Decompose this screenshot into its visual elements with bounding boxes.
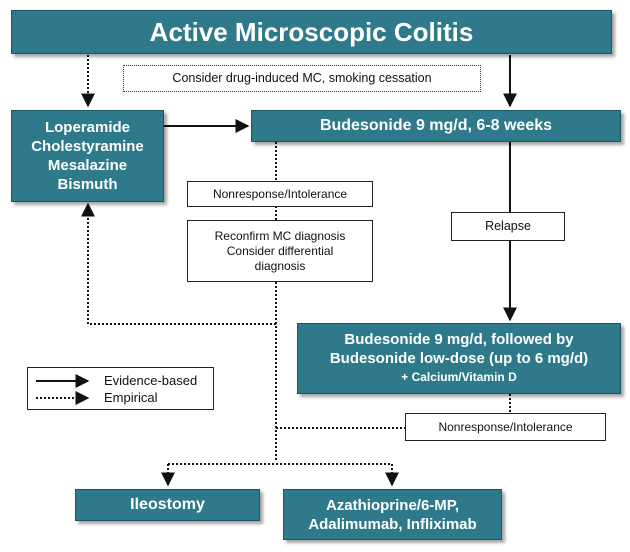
maintenance-line3: + Calcium/Vitamin D xyxy=(401,370,517,384)
reconfirm-box: Reconfirm MC diagnosis Consider differen… xyxy=(187,220,373,282)
first-line-item: Cholestyramine xyxy=(31,138,144,155)
legend-empirical-label: Empirical xyxy=(104,390,158,405)
nonresponse-text: Nonresponse/Intolerance xyxy=(212,186,348,201)
legend: Evidence-based Empirical xyxy=(27,367,214,410)
nonresponse-label: Nonresponse/Intolerance xyxy=(187,181,373,207)
title-box: Active Microscopic Colitis xyxy=(11,10,612,54)
nonresponse-text-2: Nonresponse/Intolerance xyxy=(438,419,573,434)
reconfirm-line: Reconfirm MC diagnosis xyxy=(214,228,346,243)
maintenance-line2: Budesonide low-dose (up to 6 mg/d) xyxy=(329,350,589,367)
ileostomy-box: Ileostomy xyxy=(75,489,260,521)
budesonide-box: Budesonide 9 mg/d, 6-8 weeks xyxy=(251,110,621,142)
maintenance-box: Budesonide 9 mg/d, followed by Budesonid… xyxy=(297,323,621,394)
immunotherapy-line: Azathioprine/6-MP, xyxy=(325,496,460,514)
ileostomy-text: Ileostomy xyxy=(130,496,205,513)
first-line-item: Loperamide xyxy=(44,119,131,136)
immunotherapy-line: Adalimumab, Infliximab xyxy=(308,515,477,533)
immunotherapy-box: Azathioprine/6-MP, Adalimumab, Inflixima… xyxy=(283,489,502,540)
top-note-text: Consider drug-induced MC, smoking cessat… xyxy=(172,71,432,85)
title-text: Active Microscopic Colitis xyxy=(149,16,474,47)
legend-evidence-label: Evidence-based xyxy=(104,373,198,388)
nonresponse-label-2: Nonresponse/Intolerance xyxy=(405,413,606,441)
budesonide-text: Budesonide 9 mg/d, 6-8 weeks xyxy=(319,117,553,134)
first-line-item: Bismuth xyxy=(57,176,118,193)
relapse-text: Relapse xyxy=(485,219,531,233)
maintenance-line1: Budesonide 9 mg/d, followed by xyxy=(344,331,574,348)
first-line-box: Loperamide Cholestyramine Mesalazine Bis… xyxy=(11,110,164,202)
legend-lines xyxy=(36,374,90,405)
top-note: Consider drug-induced MC, smoking cessat… xyxy=(123,65,481,92)
reconfirm-line: Consider differential xyxy=(226,243,334,258)
first-line-item: Mesalazine xyxy=(47,157,128,174)
reconfirm-line: diagnosis xyxy=(254,258,306,273)
relapse-label: Relapse xyxy=(451,212,565,241)
